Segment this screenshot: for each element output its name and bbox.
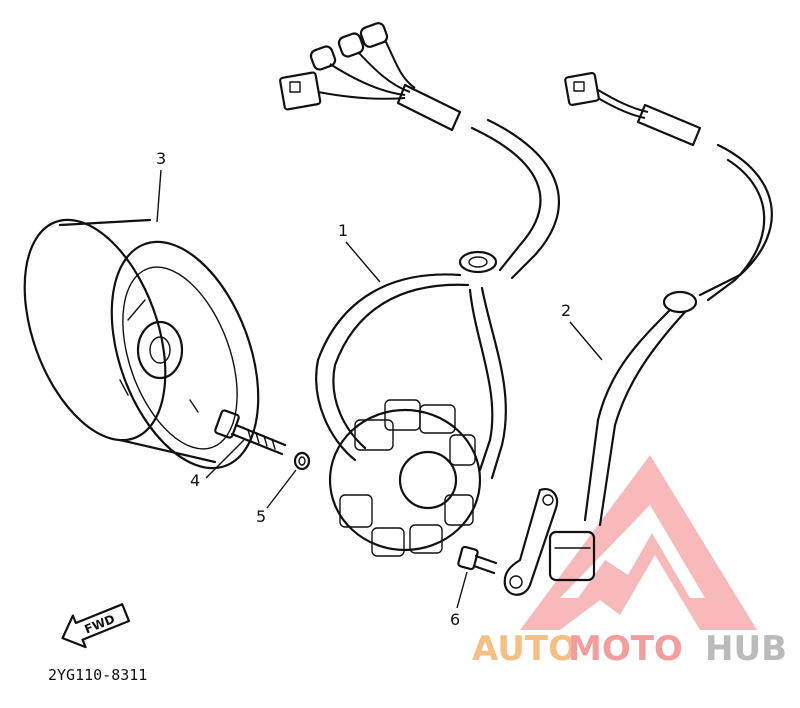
watermark-text: AUTO MOTO HUB [472,629,787,669]
bolt-icon [214,409,287,456]
rotor-flywheel-icon [23,218,260,470]
callout-3: 3 [156,149,166,223]
watermark-auto: AUTO [472,629,577,669]
diagram-code: 2YG110-8311 [48,666,147,684]
washer-icon [293,451,311,471]
callout-number: 1 [338,221,348,240]
pickup-coil-icon [503,71,773,596]
callout-4: 4 [190,439,245,490]
callout-1: 1 [338,221,381,283]
callout-number: 4 [190,471,200,490]
forward-arrow-icon: FWD [61,603,131,649]
watermark-logo-icon [520,455,757,630]
callout-number: 3 [156,149,166,168]
callout-number: 6 [450,610,460,629]
screw-icon [457,545,498,575]
watermark-hub: HUB [705,629,787,669]
callout-5: 5 [256,469,297,526]
stator-coil-assembly-icon [279,22,560,557]
callout-number: 5 [256,507,266,526]
callout-number: 2 [561,301,571,320]
callout-6: 6 [450,571,468,629]
callout-2: 2 [561,301,603,361]
watermark-moto: MOTO [568,629,683,669]
